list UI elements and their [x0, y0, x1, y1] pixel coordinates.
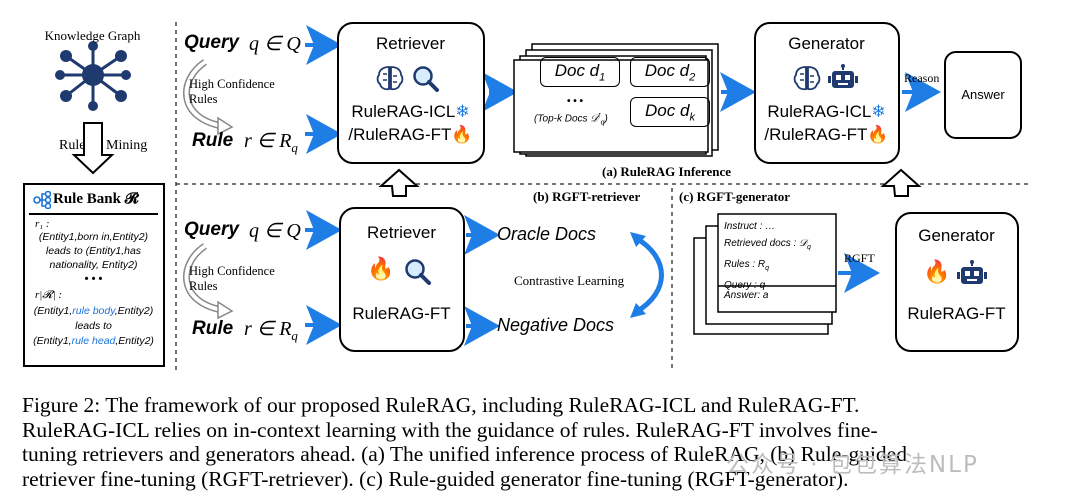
caption-line-1: Figure 2: The framework of our proposed … [22, 393, 860, 417]
flame-icon: 🔥 [867, 125, 889, 144]
docs-stack-top [513, 59, 709, 153]
generator-title-top: Generator [788, 34, 865, 53]
retriever-model-bottom: RuleRAG-FT [352, 304, 451, 323]
caption-line-4: retriever fine-tuning (RGFT-retriever). … [22, 466, 849, 491]
rgft-arrow-label: RGFT [844, 251, 875, 265]
section-b-label: (b) RGFT-retriever [533, 189, 641, 204]
rule-rR: r|𝓡| : [35, 289, 63, 301]
rule-r1: r₁ : [35, 218, 50, 230]
figure-caption: Figure 2: The framework of our proposed … [22, 393, 1062, 491]
doc-dk: Doc dk [630, 97, 710, 127]
rule-bank-title: Rule Bank 𝓡 [53, 191, 139, 207]
bottom-rule-math: r ∈ Rq [244, 318, 298, 343]
rgft-doc-content: Instruct : … Retrieved docs : 𝒟q Rules :… [724, 221, 811, 291]
robot-icon [828, 64, 858, 97]
doc-d1: Doc d1 [540, 57, 620, 87]
up-arrow-retriever [378, 168, 420, 197]
snowflake-icon: ❄ [455, 102, 470, 121]
snowflake-icon: ❄ [871, 102, 886, 121]
rule-bank: Rule Bank 𝓡 r₁ : (Entity1,born in,Entity… [23, 183, 165, 367]
search-icon [403, 257, 433, 290]
brain-icon [375, 64, 405, 97]
rule-rR-line2: leads to [75, 320, 112, 332]
top-rule-math: r ∈ Rq [244, 130, 298, 155]
flame-icon: 🔥 [451, 125, 473, 144]
answer-box: Answer [944, 51, 1022, 139]
robot-icon [957, 260, 987, 293]
rule-dots: • • • [84, 273, 103, 285]
knowledge-graph-icon [55, 41, 131, 111]
kg-title: Knowledge Graph [44, 28, 141, 43]
contrastive-curve [634, 235, 664, 315]
rule-rR-line1: (Entity1,rule body,Entity2) [33, 305, 154, 317]
rgft-doc-stack [717, 213, 837, 313]
brain-icon [792, 64, 822, 97]
doc-d2: Doc d2 [630, 57, 710, 87]
generator-box-bottom: Generator 🔥 RuleRAG-FT [895, 212, 1019, 352]
bottom-query-word: Query [184, 219, 239, 240]
up-arrow-generator [880, 168, 922, 197]
bottom-query-math: q ∈ Q [249, 220, 301, 242]
retriever-models-top: RuleRAG-ICL❄ /RuleRAG-FT🔥 [348, 102, 473, 144]
rule-mining-arrow [71, 122, 115, 175]
retriever-box-bottom: Retriever 🔥 RuleRAG-FT [339, 207, 465, 352]
contrastive-label: Contrastive Learning [514, 273, 625, 288]
retriever-box-top: Retriever RuleRAG-ICL❄ /RuleRAG-FT🔥 [337, 22, 485, 164]
retriever-title-top: Retriever [376, 34, 445, 53]
generator-models-top: RuleRAG-ICL❄ /RuleRAG-FT🔥 [764, 102, 889, 144]
flame-icon: 🔥 [367, 256, 395, 281]
oracle-docs: Oracle Docs [497, 224, 597, 244]
rgft-doc-answer: Answer: a [724, 290, 769, 301]
rule-r1-line2: leads to (Entity1,has [45, 245, 142, 257]
rule-label: Rule [59, 138, 86, 153]
rule-rR-line3: (Entity1,rule head,Entity2) [33, 335, 154, 347]
flame-icon: 🔥 [923, 259, 951, 284]
section-a-label: (a) RuleRAG Inference [602, 164, 732, 179]
section-c-label: (c) RGFT-generator [679, 189, 791, 204]
reason-label: Reason [904, 71, 940, 85]
rule-r1-line3: nationality, Entity2) [49, 259, 138, 271]
top-rule-word: Rule [192, 130, 234, 151]
top-query-math: q ∈ Q [249, 33, 301, 55]
watermark: 公众号 · 包包算法NLP [726, 452, 979, 478]
bottom-rule-word: Rule [192, 318, 234, 339]
topk-label: (Top-k Docs 𝒟rq) [534, 112, 608, 127]
generator-model-bottom: RuleRAG-FT [907, 304, 1006, 323]
rule-r1-line1: (Entity1,born in,Entity2) [38, 231, 149, 243]
docs-dots: • • • [567, 96, 584, 107]
generator-box-top: Generator RuleRAG-ICL❄ /RuleRAG-FT🔥 [754, 22, 900, 164]
top-query-word: Query [184, 32, 239, 53]
caption-line-2: RuleRAG-ICL relies on in-context learnin… [22, 417, 878, 442]
caption-line-3: tuning retrievers and generators ahead. … [22, 442, 907, 466]
answer-label: Answer [961, 87, 1005, 102]
negative-docs: Negative Docs [497, 315, 615, 335]
search-icon [411, 64, 441, 97]
rule-bank-icon [33, 190, 52, 210]
retriever-title-bottom: Retriever [367, 223, 436, 242]
mining-label: Mining [106, 138, 148, 153]
generator-title-bottom: Generator [918, 226, 995, 245]
